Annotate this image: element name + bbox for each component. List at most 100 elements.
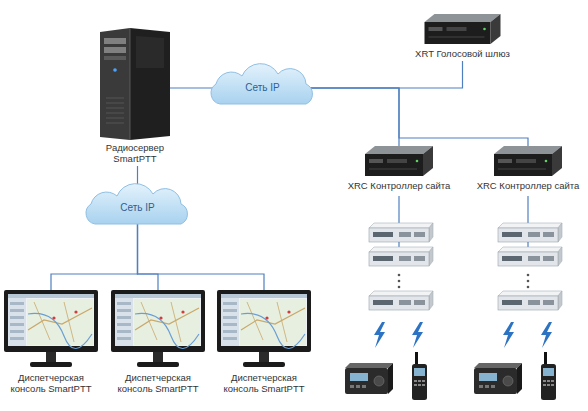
- rack-panel: [516, 159, 536, 163]
- dispatcher-console-icon: [216, 290, 312, 370]
- sidebar-row: [223, 316, 237, 319]
- rack-device: XRC Контроллер сайта: [343, 146, 455, 191]
- dispatcher-console: Диспетчерская консоль SmartPTT: [3, 290, 99, 394]
- site-equipment: [474, 196, 562, 400]
- map-marker: [159, 316, 162, 319]
- map-marker: [265, 316, 268, 319]
- drive-bay: [104, 47, 126, 53]
- monitor-base: [137, 362, 179, 367]
- map-river: [241, 313, 305, 348]
- tower-side: [130, 28, 170, 140]
- label-box: Диспетчерская консоль SmartPTT: [3, 372, 99, 394]
- rack-line: [369, 169, 417, 170]
- side-panel: [136, 36, 164, 68]
- monitor-neck: [259, 352, 269, 362]
- map-road: [141, 302, 181, 342]
- rack-side: [552, 146, 562, 176]
- monitor-bezel: [4, 290, 98, 352]
- map-road: [247, 302, 287, 342]
- sidebar-row: [117, 323, 131, 326]
- rack-device-icon: [472, 146, 584, 178]
- device-label: Диспетчерская консоль SmartPTT: [117, 372, 198, 394]
- rack-panel: [498, 159, 512, 163]
- network-link: [51, 218, 138, 292]
- dispatcher-console: Диспетчерская консоль SmartPTT: [110, 290, 206, 394]
- sidebar-row: [223, 302, 237, 305]
- monitor-bezel: [111, 290, 205, 352]
- radio-server: Радиосервер SmartPTT: [95, 28, 175, 164]
- network-name: Сеть IP: [120, 202, 154, 213]
- radio-server-icon: [95, 28, 175, 140]
- rack-panel: [369, 159, 383, 163]
- sidebar-row: [223, 337, 237, 340]
- sidebar-row: [117, 316, 131, 319]
- drive-bay: [104, 56, 126, 60]
- dispatcher-console-figure: [4, 290, 98, 367]
- network-name: Сеть IP: [245, 82, 279, 93]
- monitor-screen: [221, 294, 307, 346]
- screen-toolbar: [221, 294, 307, 298]
- network-link: [303, 88, 528, 150]
- dispatcher-console-icon: [3, 290, 99, 370]
- vent-line: [106, 123, 124, 124]
- label-box: Сеть IP: [75, 202, 200, 213]
- screen-sidebar: [8, 298, 26, 346]
- monitor-screen: [115, 294, 201, 346]
- label-box: XRC Контроллер сайта: [472, 180, 584, 191]
- map-marker: [52, 316, 55, 319]
- dispatcher-console: Диспетчерская консоль SmartPTT: [216, 290, 312, 394]
- rack-front: [365, 154, 423, 176]
- vent-line: [106, 108, 124, 109]
- dispatcher-console-figure: [217, 290, 311, 367]
- rack-line: [498, 169, 546, 170]
- ip-network-cloud: Сеть IP: [75, 180, 200, 230]
- power-led: [113, 68, 117, 72]
- screen-map: [240, 299, 306, 345]
- monitor-neck: [153, 352, 163, 362]
- network-link: [138, 218, 265, 292]
- map-marker: [74, 310, 77, 313]
- label-box: Диспетчерская консоль SmartPTT: [110, 372, 206, 394]
- sidebar-row: [10, 330, 24, 333]
- rack-front: [425, 22, 491, 44]
- radio-server-figure: [100, 28, 170, 140]
- vent-line: [106, 118, 124, 119]
- rack-device-figure: [494, 146, 562, 176]
- rack-line: [429, 37, 485, 38]
- tower-front: [100, 28, 130, 140]
- rack-panel: [429, 27, 443, 31]
- sidebar-row: [223, 323, 237, 326]
- sidebar-row: [10, 323, 24, 326]
- cloud-outline: [86, 184, 187, 224]
- device-label: Диспетчерская консоль SmartPTT: [223, 372, 304, 394]
- map-road: [34, 302, 74, 342]
- rack-side: [423, 146, 433, 176]
- cloud-outline: [211, 64, 312, 104]
- rack-device: XRT Голосовой шлюз: [405, 14, 520, 59]
- device-label: Радиосервер SmartPTT: [106, 142, 164, 164]
- sidebar-row: [223, 309, 237, 312]
- vent-line: [106, 113, 124, 114]
- sidebar-row: [117, 302, 131, 305]
- rack-front: [494, 154, 552, 176]
- sidebar-row: [117, 330, 131, 333]
- screen-map: [27, 299, 93, 345]
- tower-edge: [130, 28, 131, 140]
- device-label: XRC Контроллер сайта: [477, 180, 580, 191]
- device-label: Диспетчерская консоль SmartPTT: [10, 372, 91, 394]
- rack-panel: [447, 27, 467, 31]
- screen-sidebar: [221, 298, 239, 346]
- map-river: [135, 313, 199, 348]
- drive-bay: [104, 38, 126, 44]
- screen-toolbar: [8, 294, 94, 298]
- map-river: [28, 313, 92, 348]
- rack-device-icon: [405, 14, 520, 46]
- screen-map: [134, 299, 200, 345]
- monitor-neck: [46, 352, 56, 362]
- network-link: [303, 61, 463, 88]
- rack-panel: [387, 159, 407, 163]
- device-label: XRC Контроллер сайта: [348, 180, 451, 191]
- vent-line: [106, 103, 124, 104]
- sidebar-row: [223, 330, 237, 333]
